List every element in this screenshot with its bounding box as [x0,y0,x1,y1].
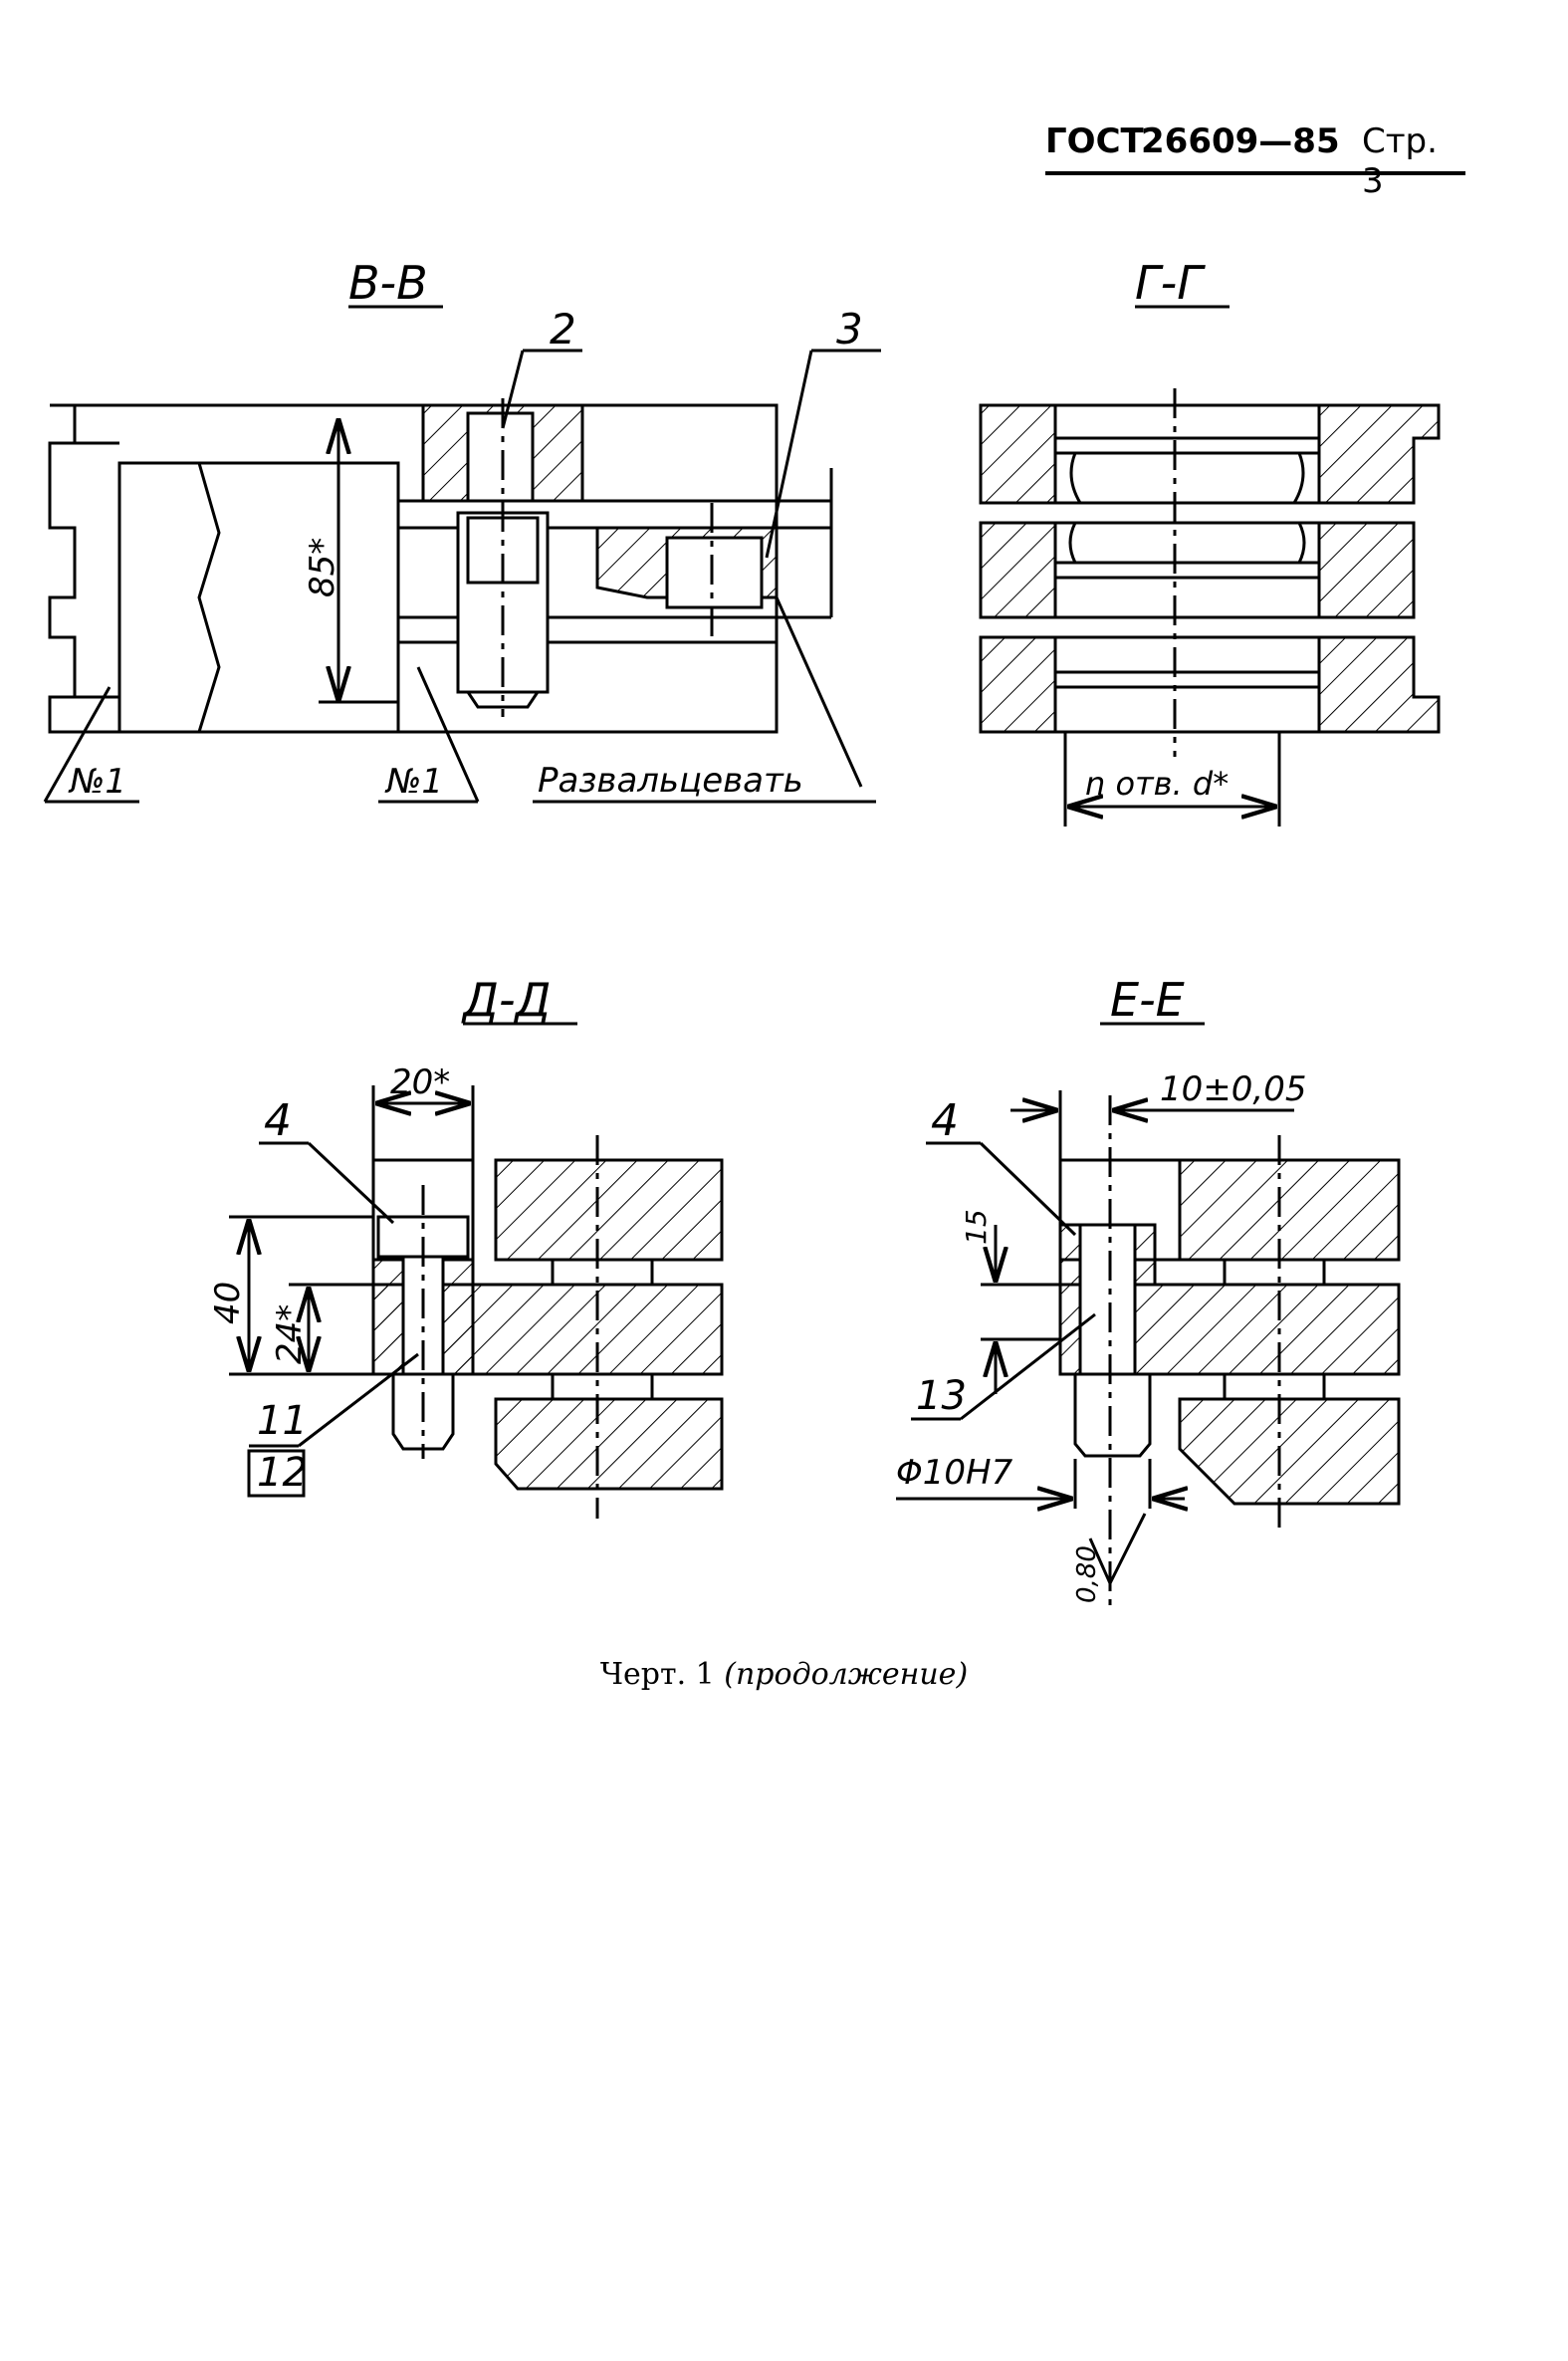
dim-40: 40 [208,1282,248,1324]
section-gg-title: Г-Г [1135,256,1206,310]
callout-11: 11 [257,1398,308,1444]
label-no1-right: №1 [384,762,443,802]
section-dd-title: Д-Д [461,973,551,1027]
callout-12: 12 [257,1450,308,1496]
section-ee: Е-Е 10±0,05 1 [896,973,1401,1613]
callout-2: 2 [550,305,576,354]
header-rule [1045,171,1465,175]
section-dd: Д-Д 20* 40 [208,973,724,1519]
caption-italic: (продолжение) [724,1657,969,1692]
figure-caption: Черт. 1 (продолжение) [0,1657,1568,1692]
page-header: ГОСТ 26609—85 Стр. 3 [1045,121,1465,201]
dim-n-holes: n отв. d* [1085,765,1229,803]
roughness-value: 0,80 [1072,1545,1102,1603]
label-no1-left: №1 [68,762,126,802]
callout-13: 13 [916,1373,967,1419]
standard-number: 26609—85 [1141,121,1340,161]
standard-label: ГОСТ [1045,121,1144,161]
note-razvaltsevat: Развальцевать [538,761,803,801]
dim-15: 15 [960,1209,993,1245]
section-ee-title: Е-Е [1110,973,1185,1027]
caption-main: Черт. 1 [599,1657,715,1692]
dim-24: 24* [270,1304,310,1364]
callout-3: 3 [836,305,863,354]
dim-20: 20* [390,1062,450,1102]
dim-85: 85* [303,538,342,597]
dim-10: 10±0,05 [1160,1069,1306,1109]
fit-phi10h7: Φ10Н7 [896,1453,1013,1493]
callout-4-ee: 4 [931,1095,959,1146]
callout-4-dd: 4 [264,1095,292,1146]
section-vv-title: В-В [348,256,428,310]
section-vv: В-В [43,256,881,804]
section-gg: Г-Г n отв. d* [979,256,1441,826]
